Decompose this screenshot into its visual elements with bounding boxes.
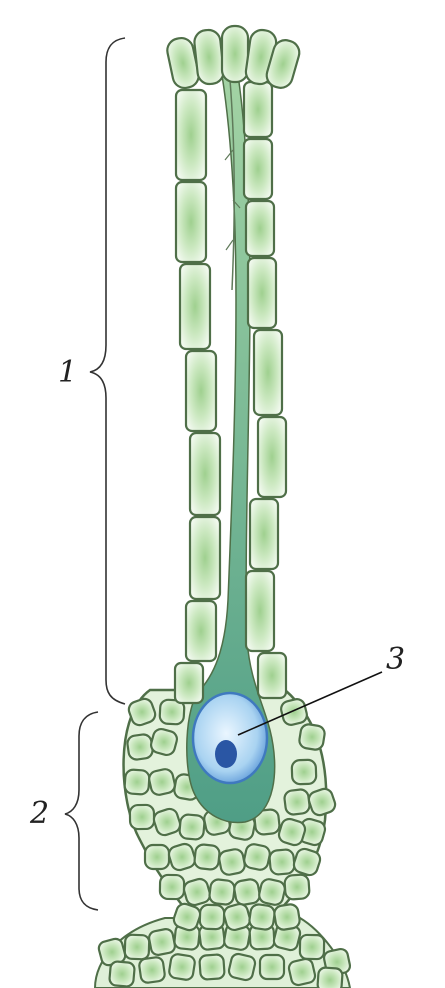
cell — [186, 351, 216, 431]
cell — [199, 954, 225, 980]
cell — [292, 760, 317, 785]
cell — [175, 663, 203, 703]
cell — [244, 82, 272, 137]
cell — [254, 330, 282, 415]
cell — [160, 875, 184, 899]
cell — [246, 571, 274, 651]
cell — [138, 956, 165, 983]
cell — [148, 928, 176, 956]
label-venter: 2 — [29, 796, 49, 831]
base-tissue — [95, 918, 351, 988]
cell — [130, 805, 154, 829]
cell — [145, 845, 169, 869]
cell — [284, 789, 311, 816]
cell — [317, 967, 343, 988]
cell — [168, 953, 195, 980]
cell — [258, 653, 286, 698]
cell — [246, 201, 274, 256]
cell — [233, 878, 261, 906]
cell — [248, 258, 276, 328]
cell — [194, 844, 220, 870]
cell — [176, 182, 206, 262]
cell — [288, 958, 317, 987]
cell — [218, 848, 246, 876]
cell — [124, 769, 150, 795]
cell — [300, 935, 324, 959]
egg-cell — [193, 693, 267, 783]
venter-brace — [65, 712, 98, 910]
cell — [109, 961, 135, 987]
label-egg-cell: 3 — [386, 642, 405, 677]
cell — [179, 814, 205, 840]
cell — [244, 139, 272, 199]
cell — [200, 905, 225, 930]
cell — [248, 903, 275, 930]
cell — [126, 733, 153, 760]
cell — [260, 955, 284, 979]
cell — [258, 878, 287, 907]
cell — [279, 697, 308, 726]
cell — [125, 935, 150, 960]
cell — [148, 768, 177, 797]
cell — [243, 843, 271, 871]
cell — [269, 849, 295, 875]
cell — [284, 874, 310, 900]
neck-cap-cells — [165, 26, 302, 91]
cell — [250, 499, 278, 569]
cell — [273, 903, 300, 930]
cell — [190, 517, 220, 599]
neck-brace — [90, 38, 125, 704]
cell — [176, 90, 206, 180]
label-neck: 1 — [58, 355, 77, 390]
cell — [258, 417, 286, 497]
cell — [228, 953, 257, 982]
cell — [209, 879, 236, 906]
cell — [180, 264, 210, 349]
cell — [298, 723, 325, 750]
cell — [186, 601, 216, 661]
cell — [190, 433, 220, 515]
